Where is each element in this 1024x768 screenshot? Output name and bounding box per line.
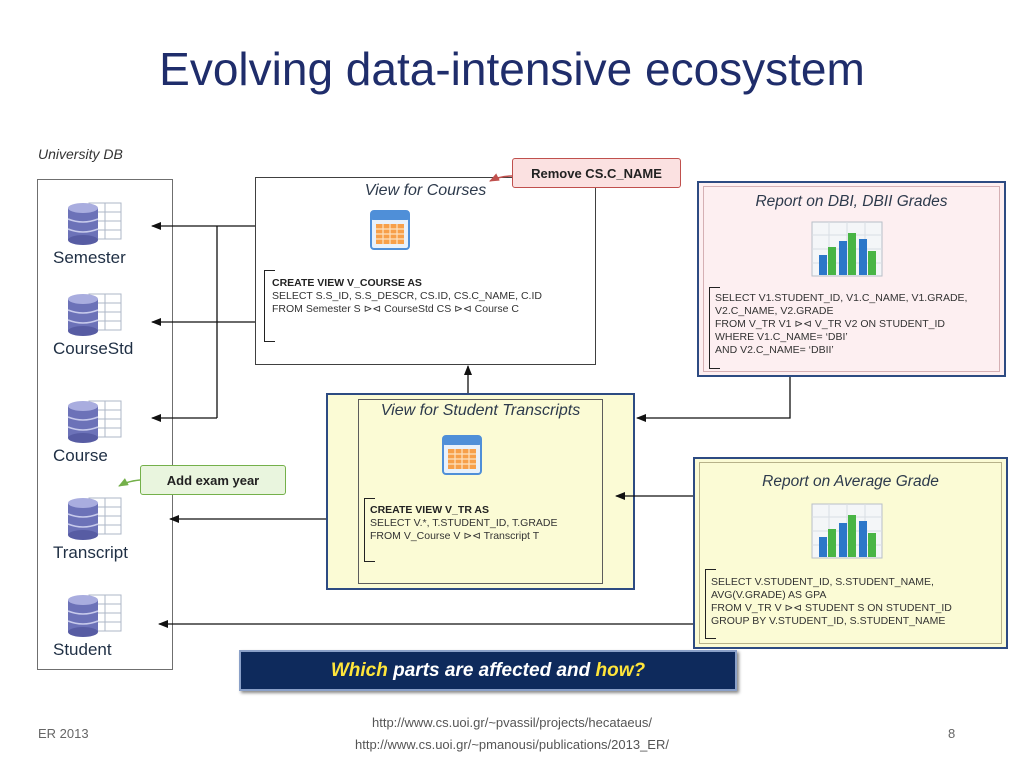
sql-bracket: [264, 270, 275, 342]
sql-line: AND V2.C_NAME= ‘DBII’: [715, 344, 834, 356]
add-callout: Add exam year: [140, 465, 286, 495]
table-label: Transcript: [53, 543, 128, 562]
add-callout-pointer: [118, 478, 141, 487]
report-dbi-title: Report on DBI, DBII Grades: [755, 193, 948, 210]
calendar-view-icon: [370, 208, 410, 255]
table-label: Student: [53, 640, 112, 659]
sql-line: SELECT S.S_ID, S.S_DESCR, CS.ID, CS.C_NA…: [272, 290, 542, 302]
view-transcripts-sql: CREATE VIEW V_TR AS SELECT V.*, T.STUDEN…: [370, 504, 558, 543]
remove-callout: Remove CS.C_NAME: [512, 158, 681, 188]
sql-line: CREATE VIEW V_COURSE AS: [272, 277, 422, 289]
bar-chart-icon: [811, 221, 883, 284]
sql-line: FROM V_TR V1 ⊳⊲ V_TR V2 ON STUDENT_ID: [715, 318, 945, 330]
report-dbi-inner-frame: [703, 186, 1000, 372]
question-mid: parts are affected and: [387, 660, 596, 681]
table-label: Semester: [53, 248, 126, 267]
view-transcripts-title: View for Student Transcripts: [380, 402, 581, 419]
slide-title: Evolving data-intensive ecosystem: [159, 43, 865, 95]
db-caption: University DB: [38, 146, 123, 162]
table-course: Course: [53, 398, 168, 473]
question-word-how: how?: [595, 660, 646, 681]
calendar-view-icon: [442, 433, 482, 480]
report-dbi-sql: SELECT V1.STUDENT_ID, V1.C_NAME, V1.GRAD…: [715, 292, 967, 357]
view-courses-sql: CREATE VIEW V_COURSE AS SELECT S.S_ID, S…: [272, 277, 542, 316]
view-courses-title: View for Courses: [364, 182, 487, 199]
sql-line: V2.C_NAME, V2.GRADE: [715, 305, 834, 317]
footer-url-2[interactable]: http://www.cs.uoi.gr/~pmanousi/publicati…: [355, 737, 669, 752]
sql-line: WHERE V1.C_NAME= ‘DBI’: [715, 331, 848, 343]
table-student: Student: [53, 592, 168, 667]
footer-left: ER 2013: [38, 726, 89, 741]
sql-bracket: [705, 569, 716, 639]
database-table-icon: [67, 592, 123, 643]
footer-url-1[interactable]: http://www.cs.uoi.gr/~pvassil/projects/h…: [372, 715, 652, 730]
database-table-icon: [67, 200, 123, 251]
question-banner: Which parts are affected and how?: [239, 650, 737, 691]
remove-callout-pointer: [489, 173, 513, 182]
table-semester: Semester: [53, 200, 168, 275]
sql-line: FROM Semester S ⊳⊲ CourseStd CS ⊳⊲ Cours…: [272, 303, 520, 315]
table-label: Course: [53, 446, 108, 465]
bar-chart-icon: [811, 503, 883, 566]
view-transcripts-inner-frame: [358, 399, 603, 584]
view-courses-box: View for Courses CREATE VIEW V_COURSE AS…: [255, 177, 596, 365]
database-table-icon: [67, 398, 123, 449]
sql-line: FROM V_Course V ⊳⊲ Transcript T: [370, 530, 540, 542]
report-avg-sql: SELECT V.STUDENT_ID, S.STUDENT_NAME, AVG…: [711, 576, 952, 628]
arrow-dbi-to-transcripts: [636, 377, 791, 422]
sql-line: SELECT V1.STUDENT_ID, V1.C_NAME, V1.GRAD…: [715, 292, 968, 304]
view-transcripts-box: View for Student Transcripts CREATE VIEW…: [326, 393, 635, 590]
table-transcript: Transcript: [53, 495, 168, 570]
footer-urls: http://www.cs.uoi.gr/~pvassil/projects/h…: [262, 712, 762, 756]
database-table-icon: [67, 495, 123, 546]
sql-line: CREATE VIEW V_TR AS: [370, 504, 490, 516]
report-avg-inner-frame: [699, 462, 1002, 644]
table-label: CourseStd: [53, 339, 134, 358]
database-table-icon: [67, 291, 123, 342]
sql-bracket: [364, 498, 375, 562]
sql-line: FROM V_TR V ⊳⊲ STUDENT S ON STUDENT_ID: [711, 602, 952, 614]
sql-line: SELECT V.STUDENT_ID, S.STUDENT_NAME,: [711, 576, 934, 588]
sql-line: GROUP BY V.STUDENT_ID, S.STUDENT_NAME: [711, 615, 946, 627]
sql-line: AVG(V.GRADE) AS GPA: [711, 589, 827, 601]
page-number: 8: [948, 726, 956, 741]
table-coursestd: CourseStd: [53, 291, 168, 366]
report-dbi-box: Report on DBI, DBII Grades SELECT V1.STU…: [697, 181, 1006, 377]
report-avg-box: Report on Average Grade SELECT V.STUDENT…: [693, 457, 1008, 649]
question-word-which: Which: [330, 660, 388, 681]
report-avg-title: Report on Average Grade: [762, 473, 939, 490]
sql-line: SELECT V.*, T.STUDENT_ID, T.GRADE: [370, 517, 558, 529]
sql-bracket: [709, 287, 720, 369]
